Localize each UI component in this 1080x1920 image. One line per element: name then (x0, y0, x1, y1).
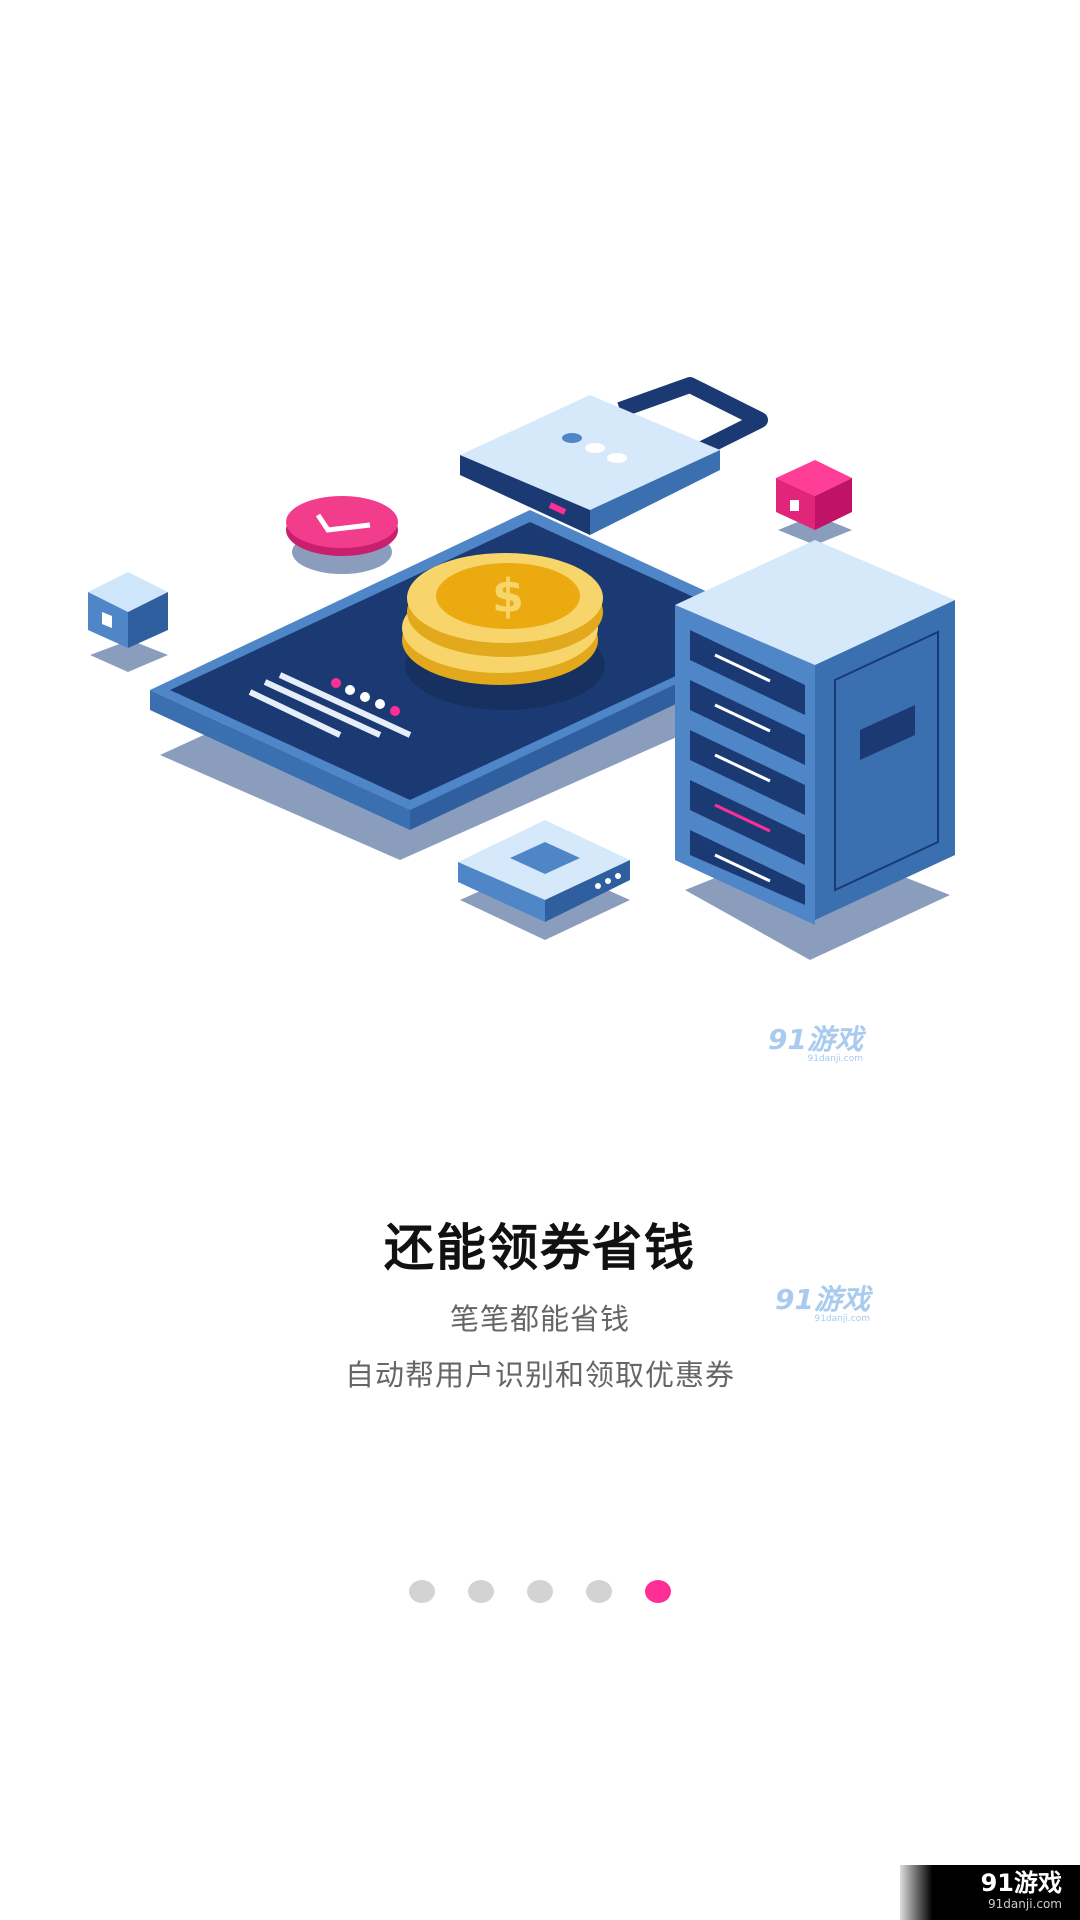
page-indicator (0, 1580, 1080, 1603)
watermark-brand: 91游戏 (775, 1283, 870, 1316)
page-dot-2[interactable] (468, 1580, 494, 1603)
hero-illustration: $ (0, 340, 1080, 1000)
page-dot-3[interactable] (527, 1580, 553, 1603)
svg-text:$: $ (492, 569, 524, 623)
page-dot-4[interactable] (586, 1580, 612, 1603)
badge-domain: 91danji.com (988, 1897, 1062, 1911)
onboarding-subtitle-1: 笔笔都能省钱 (449, 1302, 630, 1336)
router-icon (458, 820, 630, 940)
watermark-domain: 91danji.com (814, 1314, 870, 1324)
watermark-badge: 91游戏 91danji.com (900, 1865, 1080, 1920)
server-rack-icon (675, 540, 955, 960)
page-dot-5-active[interactable] (645, 1580, 671, 1603)
badge-brand: 91游戏 (980, 1869, 1062, 1897)
coin-stack-icon: $ (402, 553, 605, 710)
padlock-icon (460, 377, 768, 535)
page-dot-1[interactable] (409, 1580, 435, 1603)
check-badge-icon (286, 496, 398, 574)
cube-icon (88, 572, 168, 672)
pink-cube-icon (776, 460, 852, 545)
onboarding-subtitle-2: 自动帮用户识别和领取优惠券 (344, 1358, 735, 1392)
watermark-domain: 91danji.com (807, 1054, 863, 1064)
watermark-brand: 91游戏 (768, 1023, 863, 1056)
onboarding-title: 还能领券省钱 (384, 1219, 696, 1277)
